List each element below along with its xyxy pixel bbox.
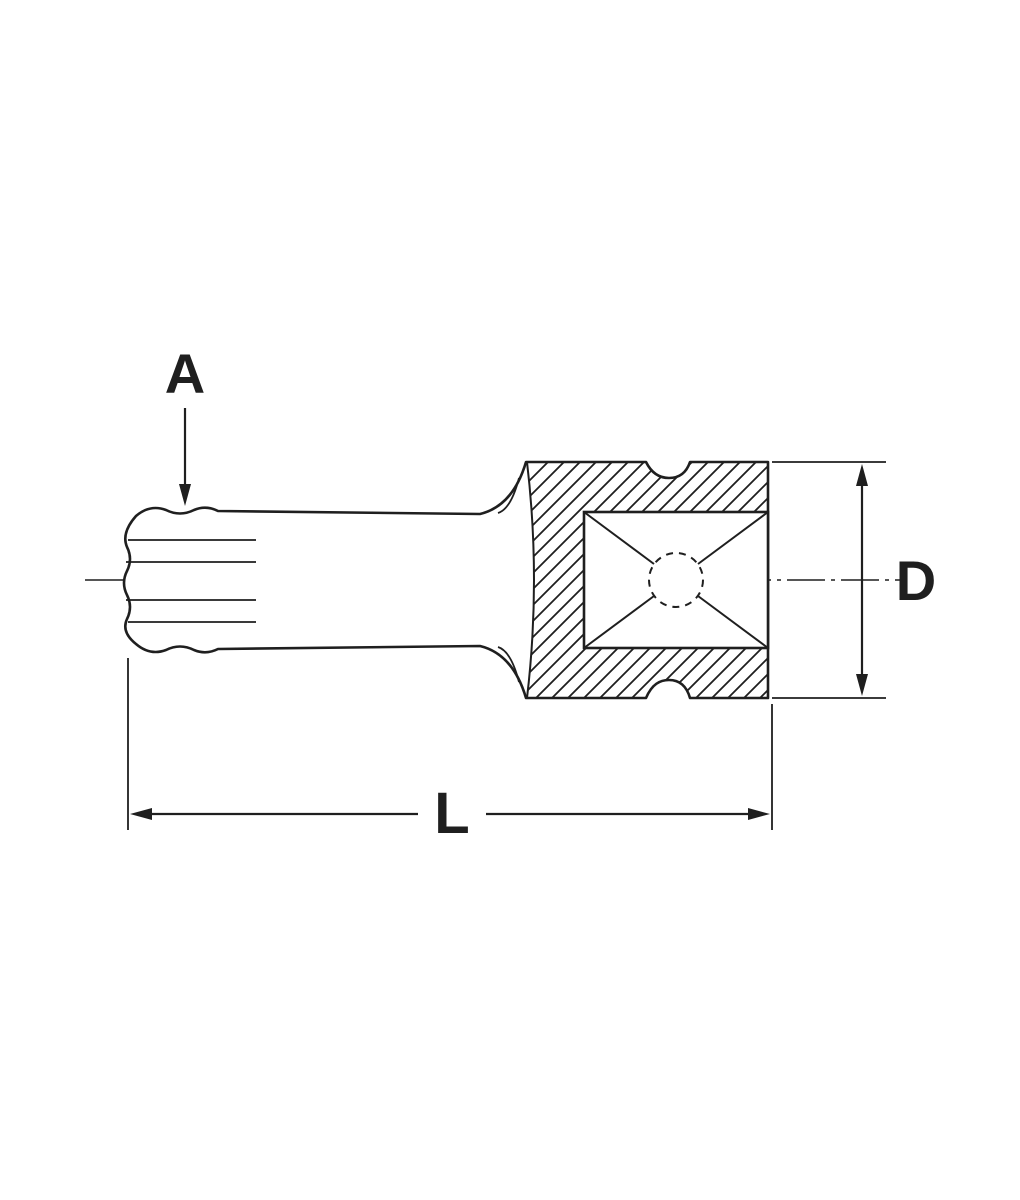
dimension-l: L [127,658,773,846]
socket-face-contour [526,461,535,699]
dimension-label-l: L [434,781,469,846]
dimension-label-d: D [896,549,936,612]
dimension-d-arrowhead-bottom [856,674,868,696]
dimension-l-arrowhead-left [130,808,152,820]
flare-contour-lines [497,477,520,683]
dimension-d: D [772,461,936,699]
dimension-a-arrowhead [179,484,191,506]
dimension-a: A [165,342,205,506]
dimension-d-arrowhead-top [856,464,868,486]
pin-hole-circle [648,552,704,608]
dimension-l-arrowhead-right [748,808,770,820]
dimension-label-a: A [165,342,205,405]
bit-lobe-lines [126,539,256,623]
square-drive-chamfer-lines [583,511,769,649]
square-drive-recess [582,510,770,650]
